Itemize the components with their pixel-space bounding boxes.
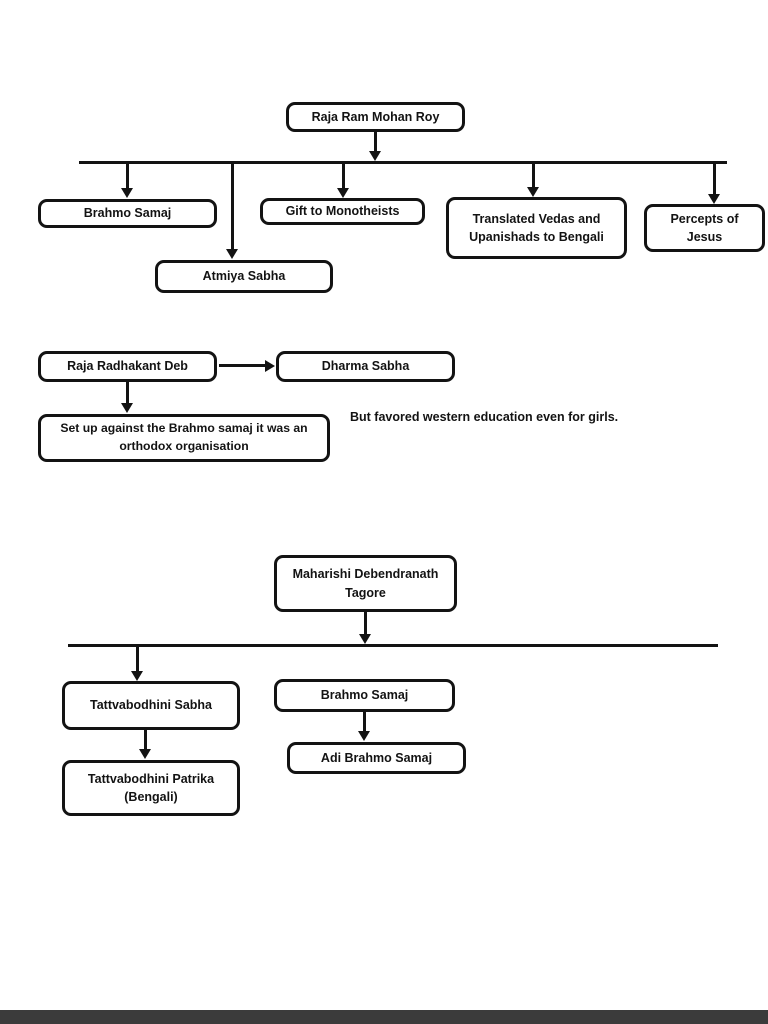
node-brahmo-samaj-2: Brahmo Samaj: [274, 679, 455, 712]
connector-to-orthodox-note: [126, 382, 129, 403]
connector-to-gift-to-monotheists: [342, 164, 345, 188]
arrowhead-orthodox-note: [121, 403, 133, 413]
node-maharishi-debendranath-tagore: Maharishi Debendranath Tagore: [274, 555, 457, 612]
arrowhead-translated-vedas: [527, 187, 539, 197]
arrowhead-root3: [359, 634, 371, 644]
connector-branch-line-1: [79, 161, 727, 164]
node-gift-to-monotheists: Gift to Monotheists: [260, 198, 425, 225]
node-dharma-sabha: Dharma Sabha: [276, 351, 455, 382]
node-atmiya-sabha: Atmiya Sabha: [155, 260, 333, 293]
western-education-note: But favored western education even for g…: [350, 410, 619, 424]
arrowhead-dharma-sabha: [265, 360, 275, 372]
connector-to-adi-brahmo-samaj: [363, 712, 366, 731]
connector-to-tattvabodhini-sabha: [136, 647, 139, 671]
arrowhead-atmiya-sabha: [226, 249, 238, 259]
connector-to-percepts-of-jesus: [713, 164, 716, 194]
node-brahmo-samaj-1: Brahmo Samaj: [38, 199, 217, 228]
arrowhead-brahmo-samaj-1: [121, 188, 133, 198]
connector-root3-stem: [364, 611, 367, 634]
connector-branch-line-2: [68, 644, 718, 647]
arrowhead-tattvabodhini-sabha: [131, 671, 143, 681]
node-adi-brahmo-samaj: Adi Brahmo Samaj: [287, 742, 466, 774]
connector-root1-stem: [374, 131, 377, 151]
arrowhead-root1: [369, 151, 381, 161]
arrowhead-tattvabodhini-patrika: [139, 749, 151, 759]
arrowhead-adi-brahmo-samaj: [358, 731, 370, 741]
node-raja-ram-mohan-roy: Raja Ram Mohan Roy: [286, 102, 465, 132]
node-orthodox-note: Set up against the Brahmo samaj it was a…: [38, 414, 330, 462]
node-tattvabodhini-patrika: Tattvabodhini Patrika (Bengali): [62, 760, 240, 816]
node-percepts-of-jesus: Percepts of Jesus: [644, 204, 765, 252]
node-tattvabodhini-sabha: Tattvabodhini Sabha: [62, 681, 240, 730]
viewer-page-gap: [0, 1010, 768, 1024]
connector-to-atmiya-sabha: [231, 164, 234, 249]
connector-to-brahmo-samaj-1: [126, 164, 129, 188]
arrowhead-gift-to-monotheists: [337, 188, 349, 198]
connector-to-dharma-sabha: [219, 364, 265, 367]
node-raja-radhakant-deb: Raja Radhakant Deb: [38, 351, 217, 382]
node-translated-vedas: Translated Vedas and Upanishads to Benga…: [446, 197, 627, 259]
arrowhead-percepts-of-jesus: [708, 194, 720, 204]
connector-to-translated-vedas: [532, 164, 535, 187]
connector-to-tattvabodhini-patrika: [144, 729, 147, 749]
